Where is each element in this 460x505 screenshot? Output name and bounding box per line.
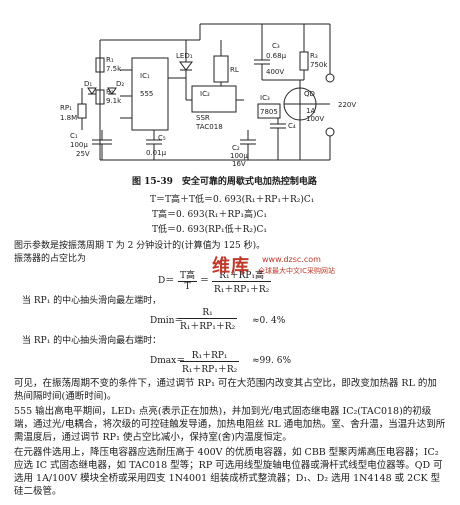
dmax-lhs: Dmax＝	[150, 356, 186, 366]
equation-period: T＝T高＋T低＝0. 693(R₁＋RP₁＋R₂)C₁	[150, 195, 315, 205]
d1-label: D₁	[84, 80, 92, 88]
c5-label: C₅	[158, 134, 166, 142]
c3-value: 0.68μ	[266, 52, 287, 60]
paragraph-conclusion: 可见，在振荡周期不变的条件下，通过调节 RP₁ 可在大范围内改变其占空比，即改变…	[14, 378, 437, 402]
dmin-num: R₁	[178, 308, 238, 319]
circuit-diagram: R₁ 7.5k R₂ 9.1k RP₁ 1.8M D₁ D₂ C₁ 100μ 2…	[60, 23, 356, 168]
r3-value: 750k	[310, 61, 328, 69]
dmax-value: ≈99. 6%	[252, 356, 291, 366]
dmin-lhs: Dmin＝	[150, 316, 184, 326]
figure-caption: 图 15-39 安全可靠的周歇式电加热控制电路	[132, 177, 317, 187]
duty-lhs: D＝	[158, 276, 175, 286]
dmin-fraction: R₁ R₁＋RP₁＋R₂	[178, 308, 238, 332]
duty-den-1: T	[184, 282, 191, 292]
equation-low: T低＝0. 693(RP₁低＋R₂)C₁	[152, 225, 267, 235]
duty-num-2: R₁＋RP₁高	[212, 268, 272, 282]
c2-value: 100μ	[230, 152, 248, 160]
duty-equals: ＝	[200, 276, 210, 286]
r2-value: 9.1k	[106, 97, 122, 105]
c3-voltage: 400V	[266, 68, 284, 76]
paragraph-operation: 555 输出高电平期间，LED₁ 点亮(表示正在加热)，并加到光/电式固态继电器…	[14, 406, 446, 443]
c1-value: 100μ	[70, 141, 88, 149]
equation-high: T高＝0. 693(R₁＋RP₁高)C₁	[152, 210, 267, 220]
r2-label: R₂	[106, 88, 114, 96]
duty-fraction-1: T高 T	[178, 268, 198, 292]
c1-voltage: 25V	[76, 150, 90, 158]
ic3-type: 7805	[260, 108, 278, 116]
dmin-value: ≈0. 4%	[252, 316, 286, 326]
qd-label: QD	[304, 90, 315, 98]
c3-label: C₃	[272, 42, 280, 50]
paragraph-duty: 振荡器的占空比为	[14, 254, 87, 264]
c2-voltage: 16V	[232, 160, 246, 168]
ssr-label: SSR	[196, 114, 210, 122]
rp1-value: 1.8M	[60, 114, 77, 122]
paragraph-max: 当 RP₁ 的中心抽头滑向最右端时：	[22, 336, 162, 346]
watermark-site: www.dzsc.com	[262, 255, 321, 264]
rl-label: RL	[230, 66, 239, 74]
c2-label: C₂	[232, 144, 240, 152]
watermark-slogan: 全球最大中文IC采购网站	[258, 267, 335, 275]
r1-label: R₁	[106, 56, 114, 64]
paragraph-components: 在元器件选用上，降压电容器应选耐压高于 400V 的优质电容器，如 CBB 型聚…	[14, 447, 443, 497]
paragraph-period: 图示参数是按振荡周期 T 为 2 分钟设计的(计算值为 125 秒)。	[14, 241, 266, 251]
qd-current: 1A	[306, 107, 315, 115]
r1-value: 7.5k	[106, 65, 122, 73]
ic1-type: 555	[140, 90, 153, 98]
r3-label: R₃	[310, 52, 318, 60]
ic1-label: IC₁	[140, 72, 150, 80]
ac-voltage: 220V	[338, 101, 356, 109]
duty-num-1: T高	[178, 268, 198, 282]
tac-label: TAC018	[195, 123, 223, 131]
dmax-num: R₁＋RP₁	[180, 348, 240, 362]
dmin-den: R₁＋RP₁＋R₂	[180, 322, 236, 332]
paragraph-min: 当 RP₁ 的中心抽头滑向最左端时，	[22, 296, 162, 306]
ic3-label: IC₃	[260, 94, 270, 102]
c5-value: 0.01μ	[146, 149, 167, 157]
duty-den-2: R₁＋RP₁＋R₂	[214, 285, 270, 295]
rp1-label: RP₁	[60, 104, 72, 112]
dmax-den: R₁＋RP₁＋R₂	[182, 365, 238, 375]
c1-label: C₁	[70, 132, 78, 140]
c4-label: C₄	[288, 122, 296, 130]
led1-label: LED₁	[176, 52, 193, 60]
dmax-fraction: R₁＋RP₁ R₁＋RP₁＋R₂	[180, 348, 240, 375]
qd-voltage: 100V	[306, 115, 324, 123]
ic2-label: IC₂	[200, 90, 210, 98]
duty-fraction-2: R₁＋RP₁高 R₁＋RP₁＋R₂	[212, 268, 272, 295]
watermark-brand: 维库	[212, 256, 250, 277]
d2-label: D₂	[116, 80, 124, 88]
